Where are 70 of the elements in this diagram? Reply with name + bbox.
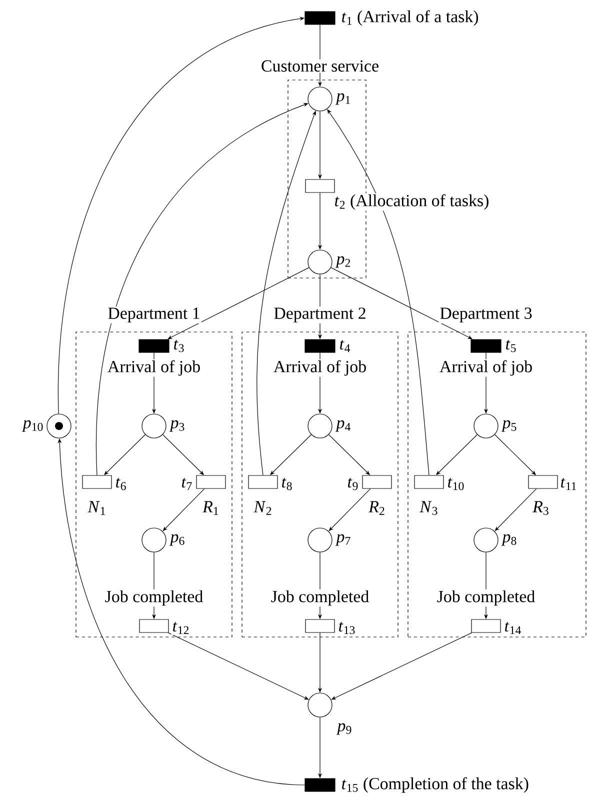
transition-box (414, 475, 444, 489)
node-label: p$_{8}$ (501, 533, 518, 547)
node-label: Arrival of job (106, 359, 202, 377)
transition-box (471, 619, 501, 633)
node-label: t$_{10}$ (446, 476, 466, 492)
transition-bar (138, 339, 170, 353)
node-label: Arrival of job (272, 359, 368, 377)
transition-box (82, 475, 112, 489)
transition-box (305, 619, 335, 633)
place-circle (308, 414, 332, 438)
node-label: Job completed (104, 589, 204, 607)
node-label: N$_{2}$ (252, 500, 274, 516)
node-label: N$_{1}$ (86, 500, 108, 516)
arrow (327, 109, 430, 476)
transition-box (139, 619, 169, 633)
node-label: t$_{1}$ (Arrival of a task) (340, 9, 480, 27)
node-label: N$_{3}$ (418, 500, 440, 516)
place-circle (308, 86, 332, 112)
node-label: p$_{6}$ (169, 533, 186, 547)
node-label: R$_{3}$ (532, 500, 550, 516)
node-label: t$_{3}$ (172, 338, 186, 354)
node-label: t$_{9}$ (346, 476, 360, 492)
transition-bar (304, 339, 336, 353)
node-label: p$_{3}$ (169, 419, 186, 433)
group-heading: Department 1 (106, 306, 202, 324)
node-label: t$_{7}$ (180, 476, 194, 492)
transition-bar (470, 339, 502, 353)
transition-bar (304, 11, 336, 25)
transition-bar (304, 778, 336, 792)
node-label: Arrival of job (438, 359, 534, 377)
node-label: p$_{5}$ (501, 419, 518, 433)
group-heading: Department 3 (438, 306, 534, 324)
place-circle (308, 250, 332, 274)
marked-place (46, 414, 72, 438)
node-label: t$_{13}$ (337, 620, 357, 636)
dashed-group-frame (76, 332, 232, 638)
node-label: p$_{10}$ (22, 419, 45, 433)
node-label: t$_{4}$ (338, 338, 352, 354)
transition-box (362, 475, 392, 489)
node-label: Job completed (436, 589, 536, 607)
node-label: t$_{12}$ (171, 620, 191, 636)
transition-box (305, 179, 335, 193)
place-circle (142, 414, 166, 438)
node-label: Job completed (270, 589, 370, 607)
node-label: p$_{9}$ (336, 722, 354, 736)
node-label: t$_{2}$ (Allocation of tasks) (333, 193, 490, 211)
group-heading: Department 2 (272, 306, 368, 324)
node-label: t$_{15}$ (Completion of the task) (340, 776, 530, 794)
place-circle (308, 528, 332, 552)
node-label: t$_{6}$ (114, 476, 128, 492)
place-circle (142, 528, 166, 552)
group-heading: Customer service (260, 59, 380, 73)
node-label: t$_{11}$ (559, 476, 578, 492)
dashed-group-frame (408, 332, 586, 638)
node-label: p$_{2}$ (335, 255, 352, 269)
transition-box (528, 475, 558, 489)
node-label: p$_{4}$ (335, 419, 352, 433)
transition-box (196, 475, 226, 489)
node-label: t$_{8}$ (280, 476, 294, 492)
node-label: R$_{1}$ (202, 500, 220, 516)
node-label: t$_{14}$ (503, 620, 523, 636)
node-label: t$_{5}$ (504, 338, 518, 354)
place-circle (474, 528, 498, 552)
node-label: R$_{2}$ (368, 500, 386, 516)
place-circle (308, 692, 332, 718)
place-circle (474, 414, 498, 438)
node-label: p$_{7}$ (335, 533, 352, 547)
node-label: p$_{1}$ (335, 92, 352, 106)
transition-box (248, 475, 278, 489)
dashed-group-frame (242, 332, 398, 638)
